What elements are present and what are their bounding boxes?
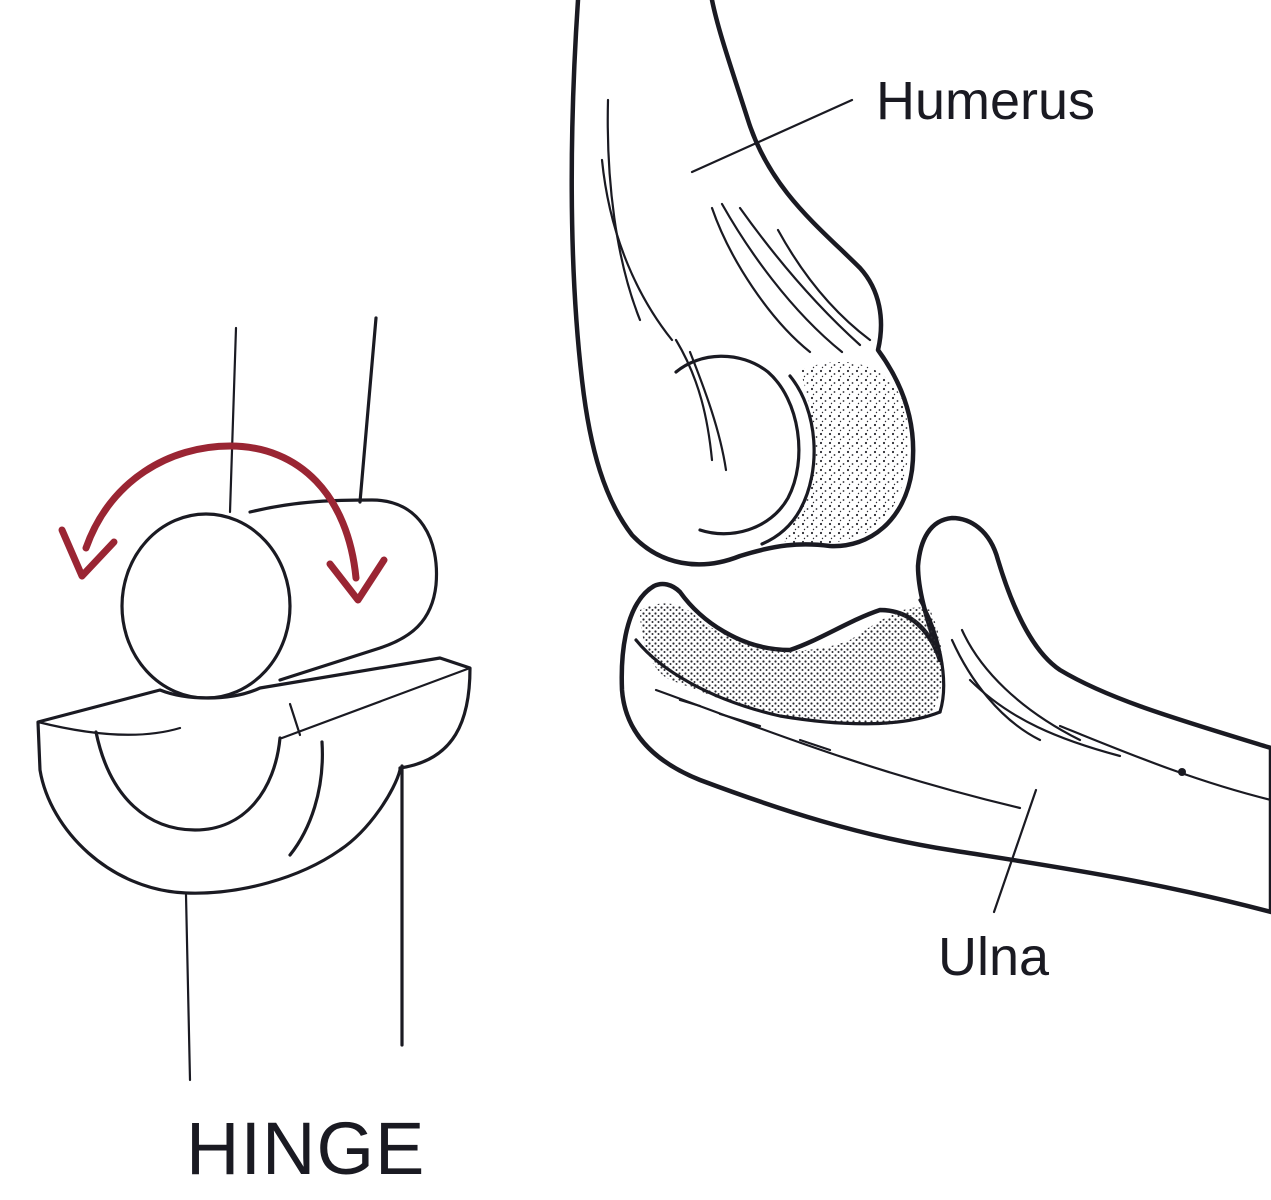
hinge-label: HINGE — [186, 1107, 426, 1190]
hinge-model — [36, 316, 472, 1082]
ulna-bone — [619, 515, 1271, 915]
ulna-leader-line — [992, 788, 1038, 914]
hinge-guide-line-left — [228, 326, 238, 514]
hinge-front-edge — [288, 740, 324, 857]
hinge-top-edge-left — [36, 720, 182, 736]
humerus-bone — [569, 0, 916, 567]
humerus-label: Humerus — [876, 71, 1096, 131]
hinge-cylinder-face — [120, 512, 292, 700]
ulna-label: Ulna — [938, 927, 1050, 987]
hinge-trough-block — [36, 656, 472, 895]
hinge-guide-line-right — [358, 316, 378, 504]
elbow-anatomy — [569, 0, 1271, 915]
hinge-cylinder-end — [248, 498, 439, 682]
humerus-leader-line — [690, 98, 854, 174]
hinge-top-step — [288, 702, 302, 737]
motion-arrow-icon — [58, 442, 388, 604]
hinge-top-edge-right — [280, 666, 472, 740]
hinge-groove — [94, 730, 282, 832]
hinge-lower-line-left — [184, 893, 192, 1082]
